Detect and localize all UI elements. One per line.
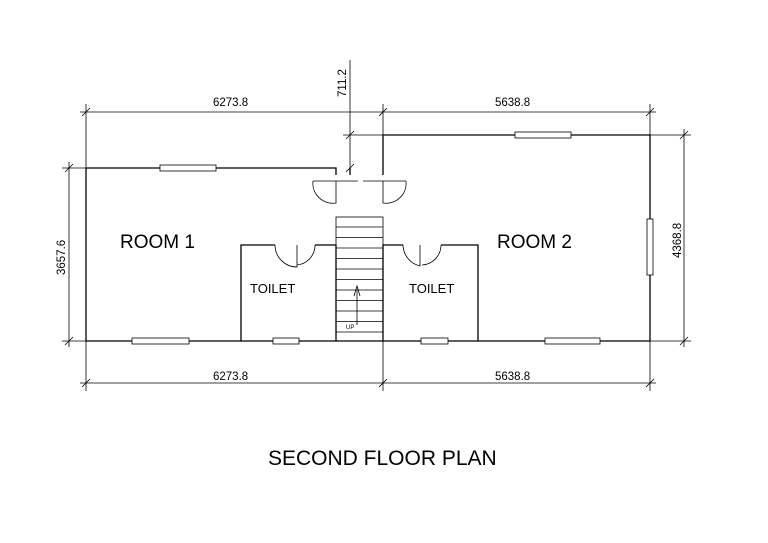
dim-bottom-left: 6273.8 bbox=[213, 371, 248, 383]
plan-title: SECOND FLOOR PLAN bbox=[268, 447, 497, 470]
staircase: UP bbox=[335, 216, 384, 342]
dim-top-left: 6273.8 bbox=[213, 97, 248, 109]
room-2-label: ROOM 2 bbox=[497, 232, 572, 253]
dim-bottom-right: 5638.8 bbox=[495, 371, 530, 383]
toilet-left-label: TOILET bbox=[250, 281, 295, 296]
windows bbox=[131, 131, 654, 345]
dim-top-right: 5638.8 bbox=[495, 97, 530, 109]
dim-stair-offset: 711.2 bbox=[337, 69, 349, 97]
stair-up-label: UP bbox=[346, 325, 354, 331]
dim-right-height: 4368.8 bbox=[672, 223, 684, 258]
dim-left-height: 3657.6 bbox=[56, 240, 68, 275]
room-1-label: ROOM 1 bbox=[120, 232, 195, 253]
dimension-lines bbox=[62, 60, 691, 391]
doors bbox=[274, 180, 442, 268]
toilet-right-label: TOILET bbox=[409, 281, 454, 296]
